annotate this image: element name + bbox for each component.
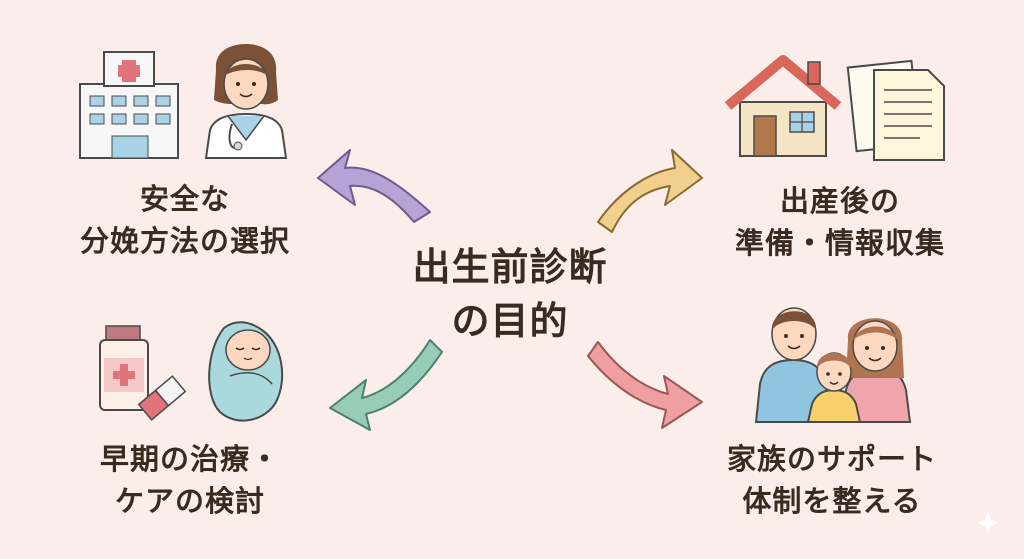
house-icon [724,55,842,157]
purpose-label-line2: 分娩方法の選択 [79,224,290,258]
arrow-top-right [597,149,703,233]
family-icon [754,307,912,423]
center-title-line2: の目的 [451,299,569,343]
swaddled-baby-icon [208,321,284,422]
purpose-label-line1: 早期の治療・ [99,442,280,476]
doctor-icon [204,44,288,159]
purpose-label-family-support: 家族のサポート 体制を整える [682,438,982,522]
purpose-label-line1: 家族のサポート [726,442,937,476]
purpose-label-line1: 出産後の [779,184,900,218]
purpose-label-line2: 体制を整える [742,484,922,518]
purpose-label-line1: 安全な [139,182,230,216]
arrow-top-left [317,149,431,223]
capsule-icon [137,375,187,421]
arrow-bottom-left [329,339,443,431]
purpose-label-line2: ケアの検討 [114,484,265,518]
sparkle-icon [977,512,999,534]
hospital-icon [79,51,179,159]
documents-icon [846,59,945,161]
purpose-label-delivery: 安全な 分娩方法の選択 [35,178,335,262]
purpose-label-line2: 準備・情報収集 [734,226,945,260]
arrow-bottom-right [587,341,703,429]
purpose-label-early-care: 早期の治療・ ケアの検討 [40,438,340,522]
center-title-line1: 出生前診断 [412,245,608,289]
center-title: 出生前診断 の目的 [380,240,640,348]
medicine-bottle-icon [99,325,149,411]
purpose-label-preparation: 出産後の 準備・情報収集 [690,180,990,264]
